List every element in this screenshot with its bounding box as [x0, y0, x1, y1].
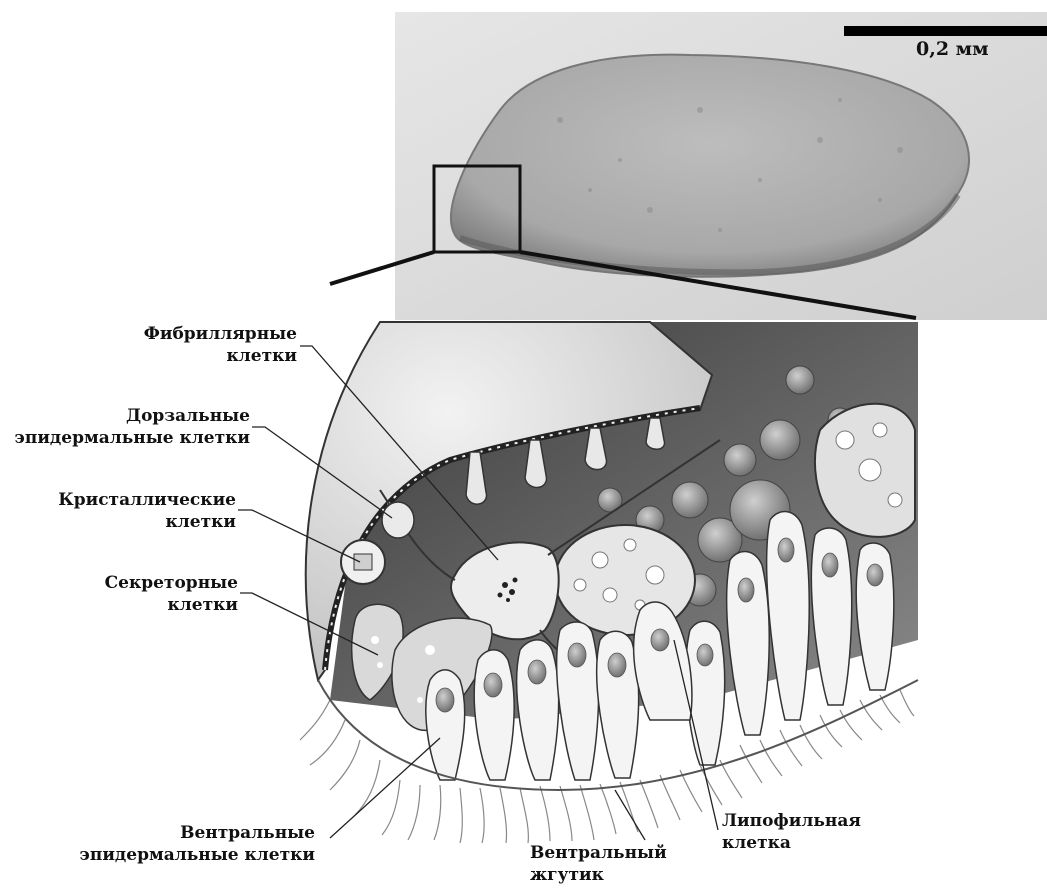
leader-ventral-flag — [615, 790, 645, 840]
label-crystal-line1: Кристаллические — [58, 489, 236, 511]
label-dorsal-line1: Дорзальные — [15, 405, 250, 427]
label-crystal-line2: клетки — [58, 511, 236, 533]
label-crystal-cells: Кристаллические клетки — [58, 489, 236, 533]
label-secretory-line1: Секреторные — [105, 572, 238, 594]
label-lipophil-line2: клетка — [722, 832, 861, 854]
label-ventral-epi-line2: эпидермальные клетки — [80, 844, 315, 866]
leader-ventral-epi — [330, 738, 440, 838]
label-secretory-line2: клетки — [105, 594, 238, 616]
label-ventral-flag-line1: Вентральный — [530, 842, 667, 864]
label-dorsal-line2: эпидермальные клетки — [15, 427, 250, 449]
label-fibrillar-line2: клетки — [144, 345, 297, 367]
label-dorsal-epidermal-cells: Дорзальные эпидермальные клетки — [15, 405, 250, 449]
scale-bar — [844, 26, 1047, 36]
scale-bar-label: 0,2 мм — [916, 38, 989, 60]
label-secretory-cells: Секреторные клетки — [105, 572, 238, 616]
label-fibrillar-line1: Фибриллярные — [144, 323, 297, 345]
label-ventral-flag-line2: жгутик — [530, 864, 667, 886]
label-ventral-epidermal-cells: Вентральные эпидермальные клетки — [80, 822, 315, 866]
label-ventral-flagellum: Вентральный жгутик — [530, 842, 667, 886]
label-lipophil-line1: Липофильная — [722, 810, 861, 832]
label-ventral-epi-line1: Вентральные — [80, 822, 315, 844]
label-fibrillar-cells: Фибриллярные клетки — [144, 323, 297, 367]
label-lipophil-cell: Липофильная клетка — [722, 810, 861, 854]
cross-section-illustration — [300, 322, 918, 843]
